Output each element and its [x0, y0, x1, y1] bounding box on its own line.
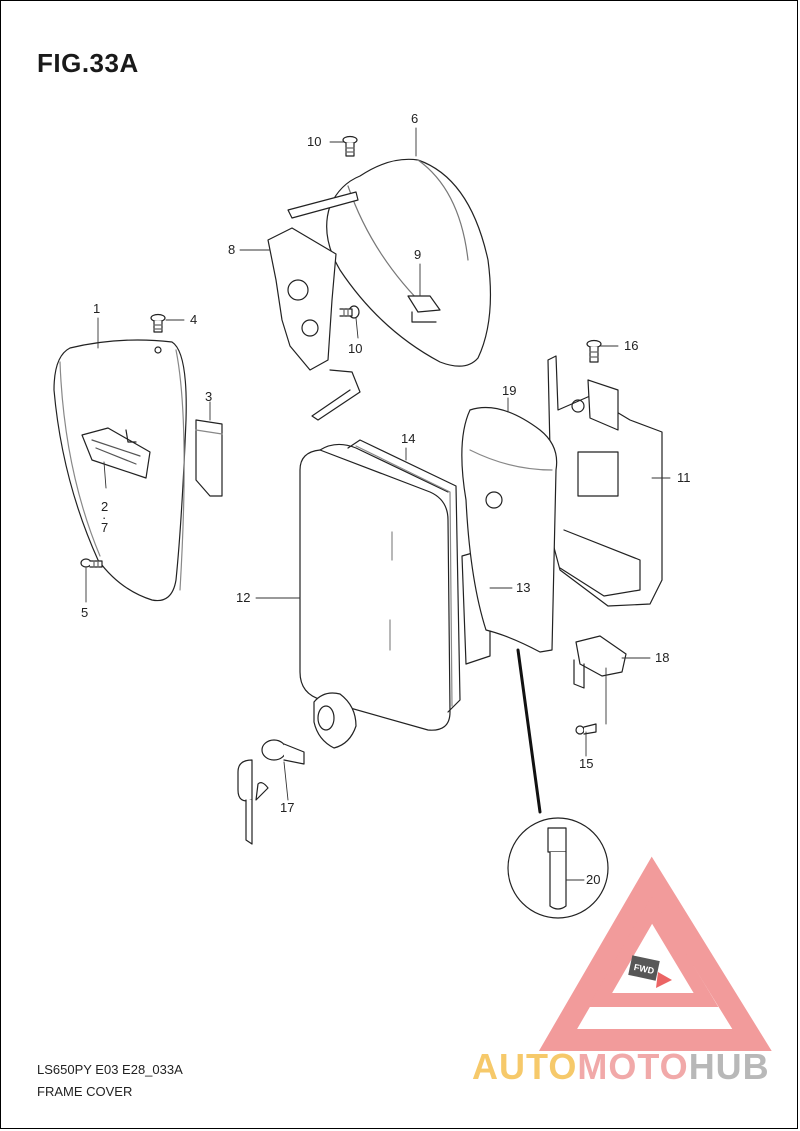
part-17-key-lock	[237, 692, 357, 845]
callout-2-separator: ·	[102, 510, 107, 525]
callout-14: 14	[401, 431, 416, 446]
callout-4: 4	[190, 312, 198, 327]
callout-7: 7	[101, 520, 109, 535]
watermark-part-hub: HUB	[688, 1046, 770, 1087]
callout-9: 9	[414, 247, 422, 262]
callout-19: 19	[502, 383, 517, 398]
callout-15: 15	[579, 756, 594, 771]
callout-11: 11	[677, 470, 691, 485]
callout-5: 5	[81, 605, 89, 620]
callout-20: 20	[586, 872, 601, 887]
footer-model-code: LS650PY E03 E28_033A	[37, 1062, 183, 1077]
footer-section-name: FRAME COVER	[37, 1084, 133, 1099]
callout-1: 1	[93, 301, 101, 316]
watermark-brand: AUTOMOTOHUB	[472, 1046, 770, 1088]
part-12-battery-box	[299, 443, 451, 731]
callout-10-lower: 10	[348, 341, 363, 356]
callout-13: 13	[516, 580, 531, 595]
callout-17: 17	[280, 800, 295, 815]
callout-12: 12	[236, 590, 251, 605]
part-10-screw-lower	[339, 305, 360, 319]
part-19-battery-cover	[461, 406, 558, 653]
part-6-right-frame-cover	[326, 158, 492, 367]
callout-18: 18	[655, 650, 670, 665]
part-11-tray-bracket	[547, 355, 663, 607]
callout-2: 2	[101, 499, 109, 514]
part-8-bracket-plate	[267, 191, 361, 421]
triangle-logo-icon: FWD	[538, 856, 772, 1051]
part-10-screw-upper	[342, 135, 358, 157]
part-9-clip	[407, 295, 441, 323]
part-5-screw	[80, 558, 103, 568]
figure-title: FIG.33A	[37, 48, 139, 78]
part-18-latch	[573, 635, 627, 689]
callout-6: 6	[411, 111, 419, 126]
fwd-badge-text: FWD	[633, 962, 656, 976]
callout-8: 8	[228, 242, 236, 257]
leader-lines	[85, 127, 671, 881]
part-20-pin-detail	[507, 817, 609, 919]
part-15-screw	[575, 723, 597, 735]
callout-10-upper: 10	[307, 134, 322, 149]
watermark-part-auto: AUTO	[472, 1046, 578, 1087]
detail-pointer-arrow	[516, 648, 542, 814]
part-1-left-frame-cover	[53, 339, 187, 602]
callout-3: 3	[205, 389, 213, 404]
watermark-part-moto: MOTO	[577, 1046, 689, 1087]
part-16-screw	[586, 339, 602, 363]
part-2-emblem	[81, 427, 151, 479]
part-3-cushion-pad	[195, 419, 223, 497]
part-14-seal	[347, 439, 461, 713]
part-4-screw	[150, 313, 166, 333]
callout-16: 16	[624, 338, 639, 353]
